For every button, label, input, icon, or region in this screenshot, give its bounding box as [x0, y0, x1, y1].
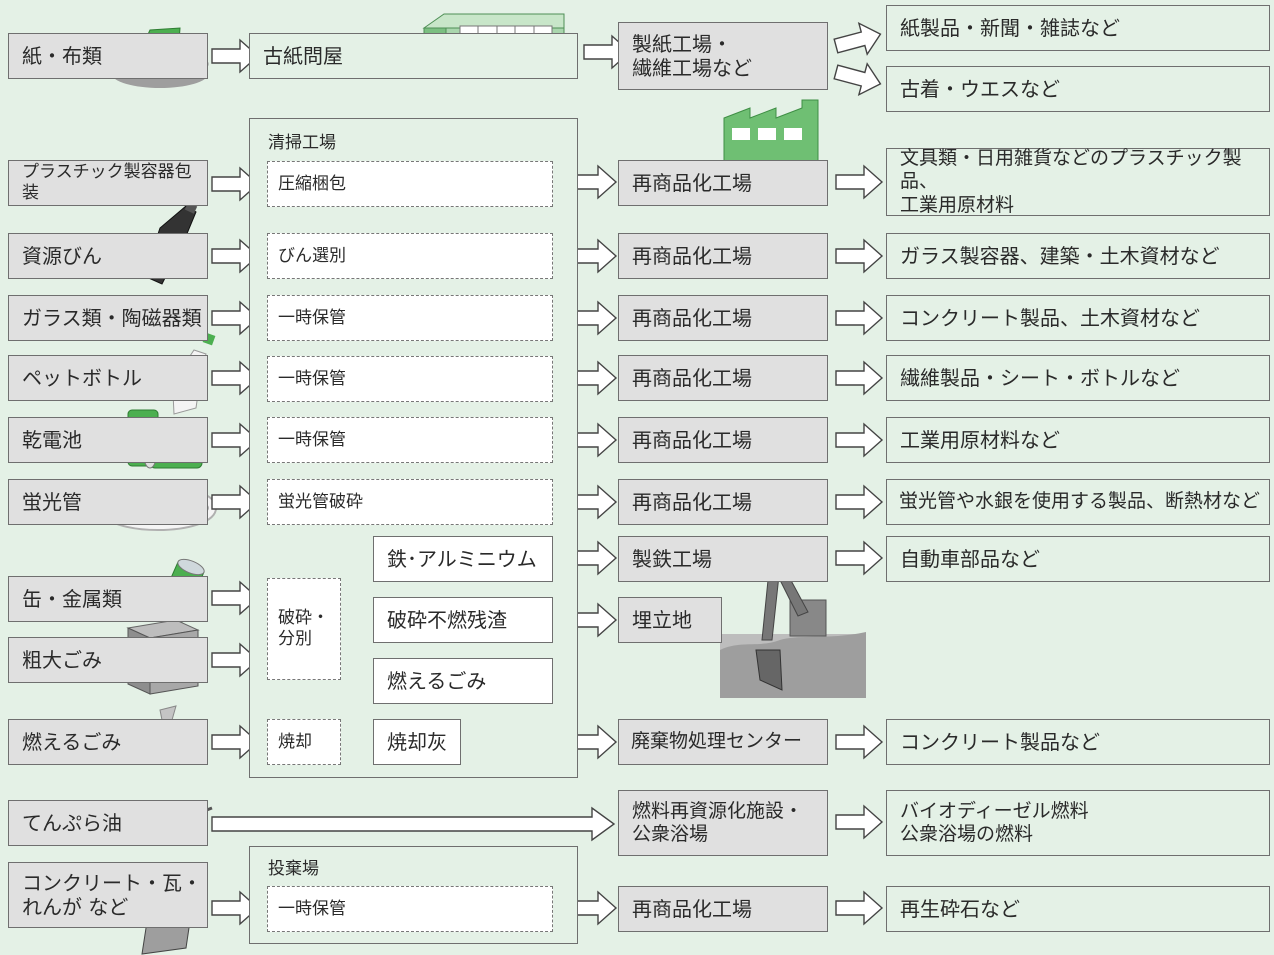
incineration-ash: 焼却灰	[373, 719, 461, 765]
dump-site-title: 投棄場	[268, 859, 319, 879]
temp-storage-concrete: 一時保管	[267, 886, 553, 932]
fuel-facility: 燃料再資源化施設・ 公衆浴場	[618, 790, 828, 856]
product-biodiesel: バイオディーゼル燃料 公衆浴場の燃料	[886, 790, 1270, 856]
wastepaper-dealer: 古紙問屋	[249, 33, 578, 79]
product-paper: 紙製品・新聞・雑誌など	[886, 5, 1270, 51]
product-industrial: 工業用原材料など	[886, 417, 1270, 463]
source-battery: 乾電池	[8, 417, 208, 463]
recycling-plant-concrete: 再商品化工場	[618, 886, 828, 932]
product-mercury: 蛍光管や水銀を使用する製品、断熱材など	[886, 479, 1270, 525]
product-fiber: 繊維製品・シート・ボトルなど	[886, 355, 1270, 401]
cleaning-plant-title: 清掃工場	[268, 133, 336, 153]
source-pet: ペットボトル	[8, 355, 208, 401]
temp-storage-glass: 一時保管	[267, 295, 553, 341]
source-bottles: 資源びん	[8, 233, 208, 279]
product-concrete-goods: コンクリート製品など	[886, 719, 1270, 765]
recycling-plant-glass: 再商品化工場	[618, 295, 828, 341]
product-glass: ガラス製容器、建築・土木資材など	[886, 233, 1270, 279]
recycling-plant-bottles: 再商品化工場	[618, 233, 828, 279]
recycling-plant-pet: 再商品化工場	[618, 355, 828, 401]
product-gravel: 再生砕石など	[886, 886, 1270, 932]
source-plastic: プラスチック製容器包装	[8, 160, 208, 206]
product-concrete-civil: コンクリート製品、土木資材など	[886, 295, 1270, 341]
source-cans: 缶・金属類	[8, 576, 208, 622]
crush-residue: 破砕不燃残渣	[373, 597, 553, 643]
temp-storage-battery: 一時保管	[267, 417, 553, 463]
factory-icon	[723, 99, 819, 167]
temp-storage-pet: 一時保管	[267, 356, 553, 402]
source-paper: 紙・布類	[8, 33, 208, 79]
recycling-plant-fluorescent: 再商品化工場	[618, 479, 828, 525]
product-clothes: 古着・ウエスなど	[886, 66, 1270, 112]
product-auto-parts: 自動車部品など	[886, 536, 1270, 582]
source-concrete: コンクリート・瓦・ れんが など	[8, 862, 208, 928]
landfill: 埋立地	[618, 597, 722, 643]
source-oil: てんぷら油	[8, 800, 208, 846]
crush-sort: 破砕・ 分別	[267, 578, 341, 680]
source-burnable: 燃えるごみ	[8, 719, 208, 765]
bottle-sort: びん選別	[267, 233, 553, 279]
iron-aluminum: 鉄･アルミニウム	[373, 536, 553, 582]
incineration: 焼却	[267, 719, 341, 765]
source-glass: ガラス類・陶磁器類	[8, 295, 208, 341]
fluorescent-crush: 蛍光管破砕	[267, 479, 553, 525]
paper-mill: 製紙工場・ 繊維工場など	[618, 22, 828, 90]
source-bulky: 粗大ごみ	[8, 637, 208, 683]
compress-pack: 圧縮梱包	[267, 161, 553, 207]
waste-center: 廃棄物処理センター	[618, 719, 828, 765]
steel-mill: 製鉄工場	[618, 536, 828, 582]
product-plastic: 文具類・日用雑貨などのプラスチック製品、 工業用原材料	[886, 147, 1270, 216]
recycling-plant-plastic: 再商品化工場	[618, 160, 828, 206]
burnable-waste-mid: 燃えるごみ	[373, 658, 553, 704]
recycling-plant-battery: 再商品化工場	[618, 417, 828, 463]
source-fluorescent: 蛍光管	[8, 479, 208, 525]
